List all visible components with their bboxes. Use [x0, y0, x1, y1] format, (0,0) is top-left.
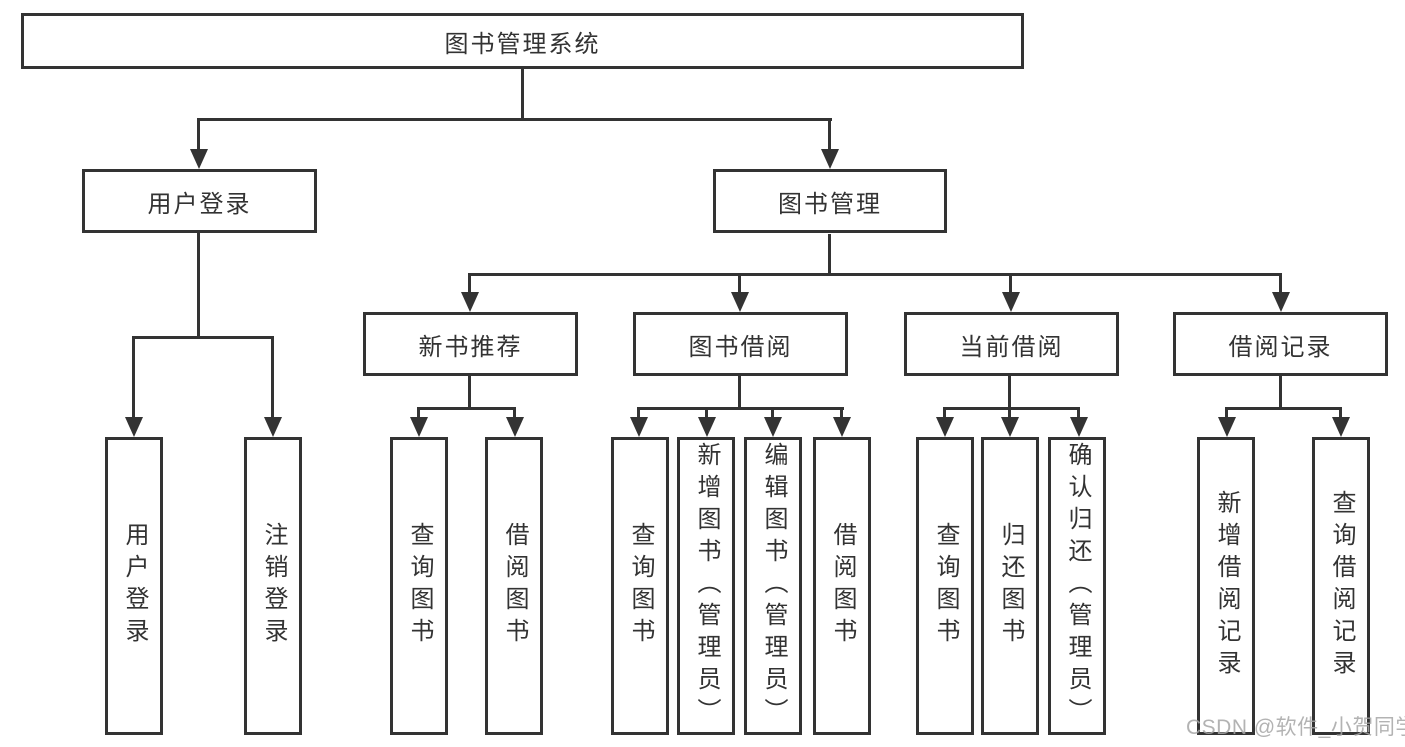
- arrow-down-icon: [506, 417, 524, 437]
- leaf-borrow-book-under-recommend: 借阅图书: [485, 437, 543, 735]
- csdn-watermark: CSDN @软件_小贺同学: [1186, 716, 1405, 739]
- connector-line: [771, 407, 774, 417]
- leaf-confirm-return-admin: 确认归还（管理员）: [1048, 437, 1106, 735]
- arrow-down-icon: [1001, 417, 1019, 437]
- connector-line: [705, 407, 708, 417]
- connector-line: [1279, 273, 1282, 292]
- arrow-down-icon: [461, 292, 479, 312]
- arrow-down-icon: [936, 417, 954, 437]
- arrow-down-icon: [1218, 417, 1236, 437]
- connector-line: [738, 376, 741, 407]
- connector-line: [417, 407, 516, 410]
- connector-line: [417, 407, 420, 417]
- node-book-management: 图书管理: [713, 169, 947, 233]
- node-current-borrow: 当前借阅: [904, 312, 1119, 376]
- connector-line: [1225, 407, 1342, 410]
- arrow-down-icon: [698, 417, 716, 437]
- connector-line: [513, 407, 516, 417]
- arrow-down-icon: [125, 417, 143, 437]
- arrow-down-icon: [1002, 292, 1020, 312]
- arrow-down-icon: [190, 149, 208, 169]
- leaf-borrow-book-under-borrow: 借阅图书: [813, 437, 871, 735]
- connector-line: [943, 407, 1080, 410]
- leaf-logout: 注销登录: [244, 437, 302, 735]
- connector-line: [132, 336, 274, 339]
- node-user-login: 用户登录: [82, 169, 317, 233]
- leaf-query-book-under-recommend: 查询图书: [390, 437, 448, 735]
- connector-line: [271, 336, 274, 417]
- connector-line: [468, 376, 471, 407]
- arrow-down-icon: [264, 417, 282, 437]
- leaf-add-borrow-record: 新增借阅记录: [1197, 437, 1255, 735]
- connector-line: [637, 407, 640, 417]
- leaf-query-borrow-record: 查询借阅记录: [1312, 437, 1370, 735]
- connector-line: [1008, 407, 1011, 417]
- node-borrow-records: 借阅记录: [1173, 312, 1388, 376]
- leaf-query-book-under-borrow: 查询图书: [611, 437, 669, 735]
- connector-line: [197, 118, 832, 121]
- arrow-down-icon: [1070, 417, 1088, 437]
- connector-line: [132, 336, 135, 417]
- connector-line: [840, 407, 843, 417]
- connector-line: [828, 234, 831, 273]
- connector-line: [738, 273, 741, 292]
- connector-line: [1077, 407, 1080, 417]
- connector-line: [1339, 407, 1342, 417]
- connector-line: [828, 118, 831, 149]
- leaf-user-login: 用户登录: [105, 437, 163, 735]
- connector-line: [468, 273, 471, 292]
- arrow-down-icon: [1332, 417, 1350, 437]
- arrow-down-icon: [630, 417, 648, 437]
- connector-line: [1009, 273, 1012, 292]
- connector-line: [468, 273, 1282, 276]
- arrow-down-icon: [764, 417, 782, 437]
- connector-line: [197, 118, 200, 149]
- leaf-edit-book-admin: 编辑图书（管理员）: [744, 437, 802, 735]
- connector-line: [943, 407, 946, 417]
- connector-line: [1008, 376, 1011, 407]
- leaf-query-book-under-current: 查询图书: [916, 437, 974, 735]
- connector-line: [197, 233, 200, 336]
- leaf-add-book-admin: 新增图书（管理员）: [677, 437, 735, 735]
- node-new-book-recommend: 新书推荐: [363, 312, 578, 376]
- arrow-down-icon: [821, 149, 839, 169]
- connector-line: [637, 407, 844, 410]
- connector-line: [1225, 407, 1228, 417]
- node-root-library-system: 图书管理系统: [21, 13, 1024, 69]
- leaf-return-book: 归还图书: [981, 437, 1039, 735]
- arrow-down-icon: [731, 292, 749, 312]
- node-book-borrow: 图书借阅: [633, 312, 848, 376]
- connector-line: [521, 69, 524, 118]
- arrow-down-icon: [410, 417, 428, 437]
- connector-line: [1279, 376, 1282, 407]
- arrow-down-icon: [833, 417, 851, 437]
- arrow-down-icon: [1272, 292, 1290, 312]
